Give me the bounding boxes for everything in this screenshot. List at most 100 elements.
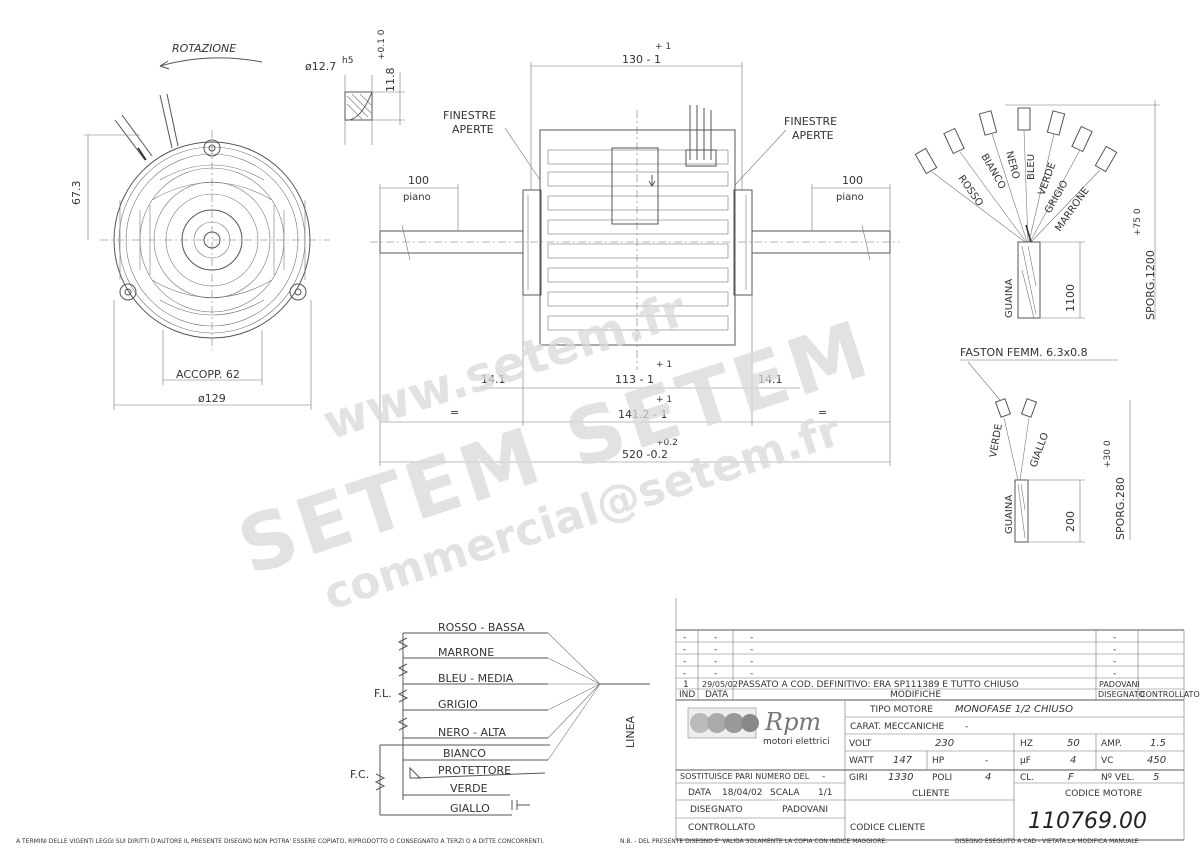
footer-right: DISEGNO ESEGUITO A CAD - VIETATA LA MODI…: [955, 838, 1139, 845]
shaft-right-dim: 100: [842, 174, 863, 187]
wire-fl-label: F.L.: [374, 687, 392, 700]
wire-bleu: BLEU: [1026, 154, 1037, 180]
watt-value: 147: [893, 755, 913, 766]
watermark: www.setem.fr SETEM SETEM commercial@sete…: [228, 281, 882, 620]
amp-value: 1.5: [1150, 738, 1166, 749]
main-wire-labels: ROSSO BIANCO NERO BLEU VERDE GRIGIO MARR…: [956, 150, 1092, 234]
aux-protrusion-tol: +30 0: [1103, 440, 1113, 468]
side-view: FINESTRE APERTE FINESTRE APERTE + 1 130 …: [370, 42, 900, 466]
rpm-logo: Rpm motori elettrici: [687, 707, 830, 747]
nvel-label: Nº VEL.: [1101, 773, 1135, 783]
rev-ind-2: -: [683, 657, 686, 667]
front-view: ROTAZIONE 67.3 A: [70, 42, 330, 410]
rev-data-3: -: [714, 669, 717, 679]
logo-text: Rpm: [764, 708, 821, 736]
footer-mid: N.B. - DEL PRESENTE DISEGNO E' VALIDA SO…: [620, 838, 887, 845]
volt-value: 230: [935, 738, 954, 749]
tipo-value: MONOFASE 1/2 CHIUSO: [955, 704, 1073, 715]
cl-value: F: [1068, 772, 1074, 783]
shaft-flat-tol: +0.1 0: [377, 29, 387, 60]
shaft-diameter: ø12.7: [305, 60, 336, 73]
poli-label: POLI: [932, 773, 952, 783]
logo-sub: motori elettrici: [763, 737, 830, 747]
uf-label: µF: [1020, 756, 1031, 766]
sostituisce-label: SOSTITUISCE PARI NUMERO DEL: [680, 772, 810, 781]
hz-value: 50: [1067, 738, 1080, 749]
shaft-diameter-tol: h5: [342, 56, 353, 66]
watt-label: WATT: [849, 756, 874, 766]
main-protrusion-tol: +75 0: [1133, 208, 1143, 236]
wire-bianco: BIANCO: [978, 152, 1007, 191]
revision-table: - - - - - - - - - - - - - - - - 1 29/05/…: [683, 633, 1140, 690]
dim-mid-tol: + 1: [656, 360, 672, 370]
tipo-label: TIPO MOTORE: [869, 705, 933, 715]
rev-desc-0: -: [750, 633, 753, 643]
scale-label: SCALA: [770, 788, 800, 798]
window-right-2: APERTE: [792, 129, 834, 142]
date-value: 18/04/02: [722, 788, 762, 798]
hdr-data: DATA: [705, 690, 729, 700]
wire-fc-label: F.C.: [350, 768, 369, 781]
dim-left-end: 14.1: [481, 373, 506, 386]
dim-right-end: 14.1: [758, 373, 783, 386]
dim-diameter: ø129: [198, 392, 226, 405]
rev-ind-4: 1: [683, 680, 689, 690]
disegnato-label: DISEGNATO: [690, 805, 743, 815]
aux-protrusion: SPORG.280: [1114, 477, 1127, 540]
hdr-ctrl: CONTROLLATO: [1140, 690, 1200, 699]
window-left-1: FINESTRE: [443, 109, 496, 122]
date-label: DATA: [688, 788, 712, 798]
disegnato-value: PADOVANI: [782, 805, 828, 815]
wire-rosso: ROSSO: [956, 173, 985, 208]
eq-left: =: [450, 406, 459, 419]
rotation-label: ROTAZIONE: [172, 42, 236, 55]
hdr-dis: DISEGNATO: [1098, 690, 1145, 699]
rev-data-1: -: [714, 645, 717, 655]
shaft-right-sub: piano: [836, 192, 864, 203]
carat-value: -: [965, 722, 968, 732]
rev-ind-1: -: [683, 645, 686, 655]
hz-label: HZ: [1020, 739, 1033, 749]
hdr-ind: IND: [679, 690, 695, 700]
aux-length: 200: [1064, 511, 1077, 532]
hp-value: -: [985, 756, 988, 766]
aux-wire-giallo: GIALLO: [1028, 431, 1051, 469]
dim-total-tol: +0.2: [656, 438, 678, 448]
footer: A TERMINI DELLE VIGENTI LEGGI SUI DIRITT…: [16, 838, 1139, 845]
footer-left: A TERMINI DELLE VIGENTI LEGGI SUI DIRITT…: [16, 838, 544, 845]
rev-dis-1: -: [1113, 645, 1116, 655]
window-left-2: APERTE: [452, 123, 494, 136]
hp-label: HP: [932, 756, 945, 766]
rev-dis-0: -: [1113, 633, 1116, 643]
rev-dis-2: -: [1113, 657, 1116, 667]
rev-desc-1: -: [750, 645, 753, 655]
codice-motore-label: CODICE MOTORE: [1065, 789, 1142, 799]
dim-center: 141.2 - 1: [618, 408, 667, 421]
volt-label: VOLT: [849, 739, 872, 749]
shaft-left-sub: piano: [403, 192, 431, 203]
carat-label: CARAT. MECCANICHE: [850, 722, 945, 732]
speed-rosso-bassa: ROSSO - BASSA: [438, 621, 525, 634]
speed-nero-alta: NERO - ALTA: [438, 726, 506, 739]
linea-label: LINEA: [624, 715, 637, 748]
hdr-mod: MODIFICHE: [890, 690, 941, 700]
rev-data-0: -: [714, 633, 717, 643]
nvel-value: 5: [1153, 772, 1159, 783]
aux-wire-verde: VERDE: [988, 423, 1005, 459]
dim-center-tol: + 1: [656, 395, 672, 405]
dim-height: 67.3: [70, 181, 83, 206]
dim-total: 520 -0.2: [622, 448, 668, 461]
lower-verde: VERDE: [450, 782, 488, 795]
rev-ind-3: -: [683, 669, 686, 679]
cl-label: CL.: [1020, 773, 1034, 783]
rev-desc-4: PASSATO A COD. DEFINITIVO: ERA SP111389 …: [738, 680, 1019, 690]
scale-value: 1/1: [818, 788, 832, 798]
codice-cliente-label: CODICE CLIENTE: [850, 823, 926, 833]
amp-label: AMP.: [1101, 739, 1122, 749]
codice-motore-value: 110769.00: [1028, 809, 1147, 834]
shaft-detail: ø12.7 h5 11.8 +0.1 0: [305, 29, 405, 145]
dim-mid: 113 - 1: [615, 373, 654, 386]
cable-aux: FASTON FEMM. 6.3x0.8 VERDE GIALLO GUAINA…: [960, 346, 1131, 543]
lower-protettore: PROTETTORE: [438, 764, 511, 777]
